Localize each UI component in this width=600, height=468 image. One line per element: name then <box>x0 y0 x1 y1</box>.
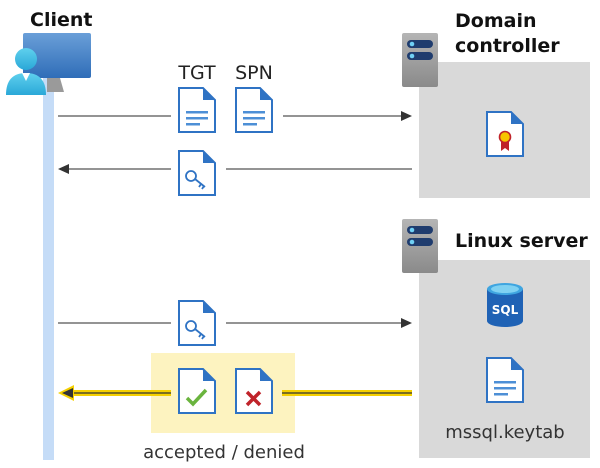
keytab-label: mssql.keytab <box>445 422 564 443</box>
result-label: accepted / denied <box>143 442 305 463</box>
domain-controller-label-line1: Domain <box>455 10 536 32</box>
spn-label: SPN <box>235 62 273 84</box>
client-label: Client <box>30 9 92 31</box>
certificate-icon <box>486 111 524 157</box>
client-lifeline <box>43 78 54 460</box>
domain-controller-server-icon <box>402 33 438 87</box>
result-highlight <box>151 353 295 433</box>
domain-controller-label-line2: controller <box>455 35 560 57</box>
linux-server-label: Linux server <box>455 230 588 252</box>
denied-x-icon <box>235 368 273 414</box>
sql-database-icon: SQL <box>487 283 523 327</box>
spn-document-icon <box>235 87 273 133</box>
linux-server-icon <box>402 219 438 273</box>
request-arrow <box>58 111 412 121</box>
keytab-file-icon <box>486 357 524 403</box>
service-ticket-key-icon <box>178 150 216 196</box>
ticket-response-arrow <box>58 164 412 174</box>
tgt-document-icon <box>178 87 216 133</box>
ticket-to-server-arrow <box>58 318 412 328</box>
result-arrow <box>58 385 412 401</box>
client-computer-icon <box>23 33 91 92</box>
tgt-label: TGT <box>177 62 216 84</box>
accepted-check-icon <box>178 368 216 414</box>
ticket-key-icon <box>178 300 216 346</box>
svg-text:SQL: SQL <box>492 303 519 317</box>
user-icon <box>6 48 46 95</box>
